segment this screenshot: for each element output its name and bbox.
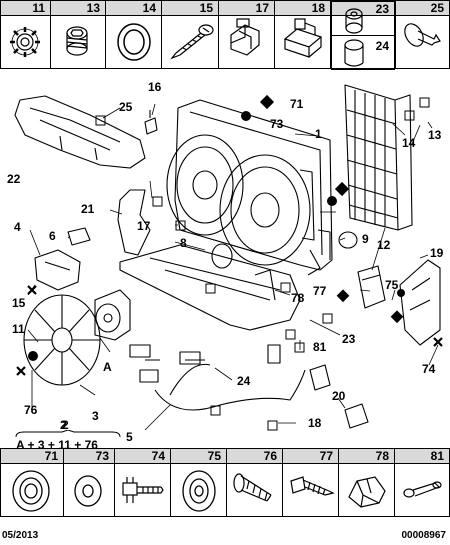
part-cell-81[interactable]: 81: [394, 448, 450, 517]
part-cell-73[interactable]: 73: [63, 448, 115, 517]
callout-label: 24: [237, 374, 251, 388]
callout-label: 76: [24, 403, 38, 417]
grommet-9-part: [338, 231, 358, 249]
callout-label: 21: [81, 202, 95, 216]
lower-guide-part: [119, 244, 301, 331]
callout-label: 81: [313, 340, 327, 354]
callout-label: 73: [270, 117, 284, 131]
bracket-21-part: [117, 189, 151, 256]
part-cell-77[interactable]: 77: [282, 448, 339, 517]
formula-num: 2: [62, 418, 69, 432]
bottom-parts-strip: 71 73 74 75 76: [0, 448, 450, 517]
push-rivet-icon: [404, 23, 441, 47]
air-deflector-part: [14, 95, 146, 169]
callout-label: 3: [92, 409, 99, 423]
bracket-19-part: [399, 259, 441, 346]
callout-label: 1: [315, 127, 322, 141]
threaded-plug-icon: [66, 26, 88, 56]
bolt-icon: [233, 473, 272, 502]
callout-label: 12: [377, 238, 391, 252]
formula-brace: [15, 430, 121, 438]
toothed-ring-icon: [10, 27, 40, 57]
radiator-part: [344, 84, 413, 231]
part-cell-13[interactable]: 13: [50, 0, 106, 69]
wiring-harness-part: [145, 359, 306, 411]
part-cell-24[interactable]: 24: [331, 35, 395, 70]
callout-label: 5: [126, 430, 133, 444]
callout-label: 77: [313, 284, 327, 298]
callout-label: 75: [385, 278, 399, 292]
callout-label: 17: [137, 219, 151, 233]
callout-label: 25: [119, 100, 133, 114]
callout-label: 20: [332, 389, 346, 403]
callout-label: A: [103, 360, 112, 374]
callout-layer: 1 2 3 4 5 6 8 9 11 12 13 14 15 16 17 18 …: [7, 80, 444, 444]
exploded-diagram: [14, 84, 443, 431]
callout-label: 11: [12, 322, 25, 336]
footer-date: 05/2013: [2, 530, 39, 541]
part-cell-75[interactable]: 75: [170, 448, 227, 517]
callout-label: 74: [422, 362, 436, 376]
callout-label: 13: [428, 128, 442, 142]
part-cell-15[interactable]: 15: [161, 0, 219, 69]
callout-label: 15: [12, 296, 26, 310]
callout-label: 18: [308, 416, 322, 430]
relay-20-part: [344, 403, 369, 429]
callout-label: 2: [60, 418, 67, 432]
callout-label: 8: [180, 236, 187, 250]
spacer-icon: [344, 39, 364, 67]
callout-label: 16: [148, 80, 162, 94]
clip-icon: [230, 18, 260, 56]
mount-bush-icon: [182, 470, 216, 512]
relay-6-part: [67, 227, 91, 246]
callout-label: 23: [342, 332, 356, 346]
grommet-icon: [345, 8, 363, 34]
pin-icon: [403, 481, 442, 498]
part-cell-74[interactable]: 74: [114, 448, 171, 517]
part-cell-23-24[interactable]: 23 24: [330, 0, 396, 70]
callout-label: 4: [14, 220, 21, 234]
fan-blade-part: [23, 294, 101, 386]
callout-label: 22: [7, 172, 21, 186]
spring-clip-icon: [348, 476, 386, 508]
fan-motor-part: [94, 289, 131, 341]
fan-shroud-part: [166, 99, 333, 276]
callout-label: 71: [290, 97, 304, 111]
control-module-part: [357, 265, 386, 309]
washer-icon: [74, 475, 102, 507]
part-cell-78[interactable]: 78: [338, 448, 395, 517]
stud-bracket-icon: [122, 477, 164, 503]
screw-icon: [170, 24, 214, 60]
part-cell-14[interactable]: 14: [105, 0, 162, 69]
bracket-clip-icon: [283, 18, 323, 58]
connector-4-part: [34, 249, 81, 291]
part-cell-76[interactable]: 76: [226, 448, 283, 517]
footer-code: 00008967: [401, 530, 447, 541]
callout-label: 19: [430, 246, 444, 260]
callout-label: 9: [362, 232, 369, 246]
grommet-ring-icon: [12, 470, 50, 512]
top-parts-strip: 11 13 14 15: [0, 0, 450, 70]
o-ring-icon: [117, 23, 151, 61]
callout-label: 14: [402, 136, 416, 150]
callout-label: 78: [291, 291, 305, 305]
grommet-8-part: [211, 243, 233, 269]
self-tap-screw-icon: [290, 476, 335, 496]
part-cell-11[interactable]: 11: [0, 0, 51, 69]
part-cell-71[interactable]: 71: [0, 448, 64, 517]
rivet-16-part: [144, 110, 158, 135]
callout-label: 6: [49, 229, 56, 243]
